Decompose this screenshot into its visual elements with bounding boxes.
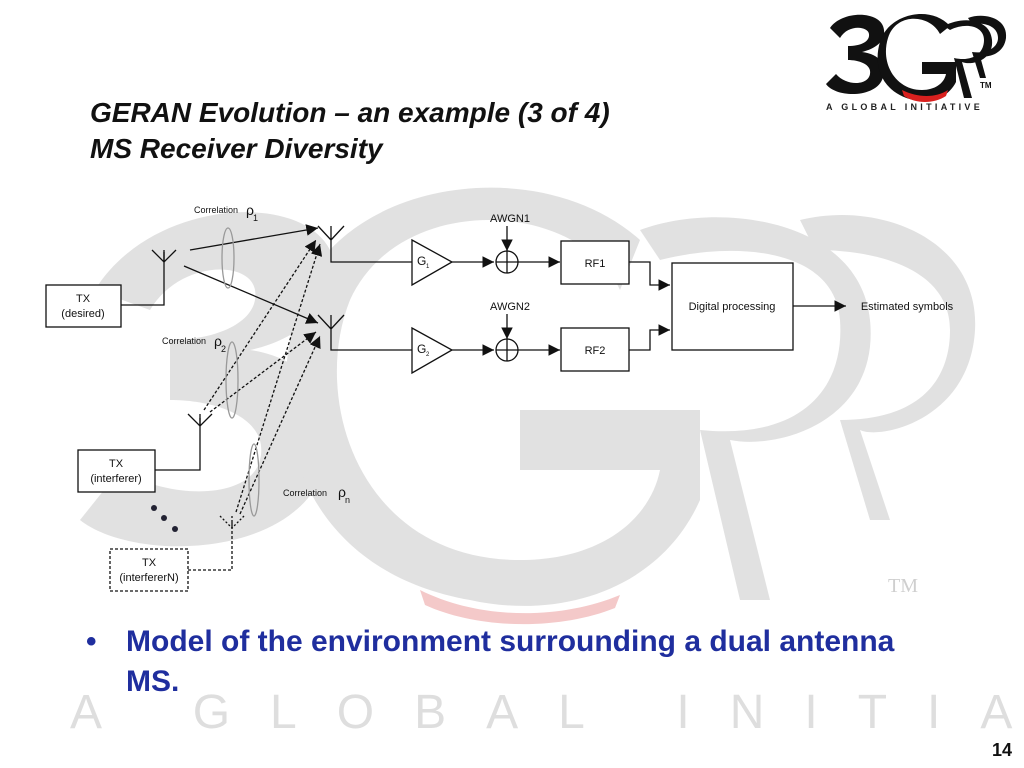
- tx-desired-line2: (desired): [61, 308, 104, 320]
- g2-subscript: 2: [426, 352, 430, 358]
- rho-1-subscript: 1: [253, 213, 258, 223]
- awgn1-label: AWGN1: [490, 213, 530, 225]
- correlation-label-1: Correlation: [194, 205, 238, 215]
- logo-p1-icon: [944, 20, 993, 98]
- adder-2-plus: [496, 339, 518, 361]
- watermark-p-shape: [640, 217, 871, 600]
- tx-desired-line1: TX: [76, 293, 91, 305]
- tx-interferer-n-line2: (interfererN): [119, 572, 178, 584]
- logo-three-icon: [826, 14, 885, 95]
- tx-interferer-box: [77, 449, 156, 493]
- g2-label: G: [417, 342, 426, 356]
- watermark-three-shape: [80, 212, 335, 547]
- rf1-to-digital: [629, 261, 670, 291]
- digital-processing-label: Digital processing: [689, 301, 776, 313]
- watermark-tm: TM: [888, 575, 918, 597]
- rf1-label: RF1: [585, 258, 606, 270]
- rho-2-subscript: 2: [221, 344, 226, 354]
- slide-title: GERAN Evolution – an example (3 of 4) MS…: [90, 95, 610, 167]
- digital-processing-box: [671, 262, 794, 351]
- ellipsis-dot-3: [172, 526, 178, 532]
- tx-desired-feed: [121, 252, 165, 306]
- amplifier-g2-icon: [411, 326, 454, 375]
- watermark-swoosh: [420, 590, 620, 625]
- amplifier-g1-icon: [411, 238, 454, 287]
- tx-interferer-n-line1: TX: [142, 557, 157, 569]
- tx-interferer-line1: TX: [109, 458, 124, 470]
- bullet-text: Model of the environment surrounding a d…: [126, 625, 895, 698]
- interferer-n-path-1: [235, 243, 323, 513]
- g1-subscript: 1: [426, 264, 430, 270]
- correlation-label-2: Correlation: [162, 336, 206, 346]
- rho-1-symbol: ρ: [246, 202, 254, 218]
- correlation-ellipse-1: [221, 227, 235, 289]
- tx-interferer-antenna-icon: [187, 413, 213, 427]
- bullet-marker: •: [86, 625, 97, 658]
- ellipsis-dot-2: [161, 515, 167, 521]
- tx-interferer-n-feed: [188, 522, 233, 571]
- rf1-box: [560, 240, 630, 285]
- logo-p2-icon: [968, 15, 1007, 79]
- watermark-p2-shape: [800, 214, 976, 521]
- rho-n-subscript: n: [345, 495, 350, 505]
- rho-2-symbol: ρ: [214, 333, 222, 349]
- tx-interferer-feed: [155, 418, 201, 471]
- bullet-point: • Model of the environment surrounding a…: [86, 622, 906, 702]
- rho-n-symbol: ρ: [338, 484, 346, 500]
- estimated-symbols-label: Estimated symbols: [861, 301, 954, 313]
- 3gpp-logo: TM: [826, 14, 1007, 102]
- tx-interferer-n-box: [109, 548, 189, 592]
- interferer-path-2: [209, 331, 317, 413]
- rx-antenna-2-icon: [317, 314, 412, 351]
- desired-path-2: [183, 265, 319, 324]
- title-line-1: GERAN Evolution – an example (3 of 4): [90, 97, 610, 128]
- rf2-label: RF2: [585, 345, 606, 357]
- logo-swoosh-icon: [902, 90, 948, 102]
- rx-antenna-1-icon: [317, 225, 412, 263]
- title-line-2: MS Receiver Diversity: [90, 133, 383, 164]
- rf2-to-digital: [629, 324, 670, 351]
- tx-desired-box: [45, 284, 122, 328]
- logo-tagline: A GLOBAL INITIATIVE: [826, 102, 984, 112]
- ellipsis-dot-1: [151, 505, 157, 511]
- interferer-path-1: [203, 239, 317, 411]
- correlation-ellipse-2: [225, 341, 239, 419]
- correlation-ellipse-n: [248, 443, 260, 517]
- logo-tm: TM: [980, 81, 992, 90]
- rf2-box: [560, 327, 630, 372]
- desired-path-1: [189, 224, 319, 251]
- adder-1-plus: [496, 251, 518, 273]
- tx-desired-antenna-icon: [151, 249, 177, 263]
- g1-label: G: [417, 254, 426, 268]
- page-number: 14: [991, 740, 1012, 760]
- interferer-n-path-2: [239, 335, 321, 515]
- watermark-tagline: A GLOBAL INITIATIVE: [70, 686, 1024, 739]
- tx-interferer-line2: (interferer): [90, 473, 141, 485]
- awgn2-label: AWGN2: [490, 301, 530, 313]
- tx-interferer-n-antenna-icon: [219, 515, 245, 529]
- correlation-label-n: Correlation: [283, 488, 327, 498]
